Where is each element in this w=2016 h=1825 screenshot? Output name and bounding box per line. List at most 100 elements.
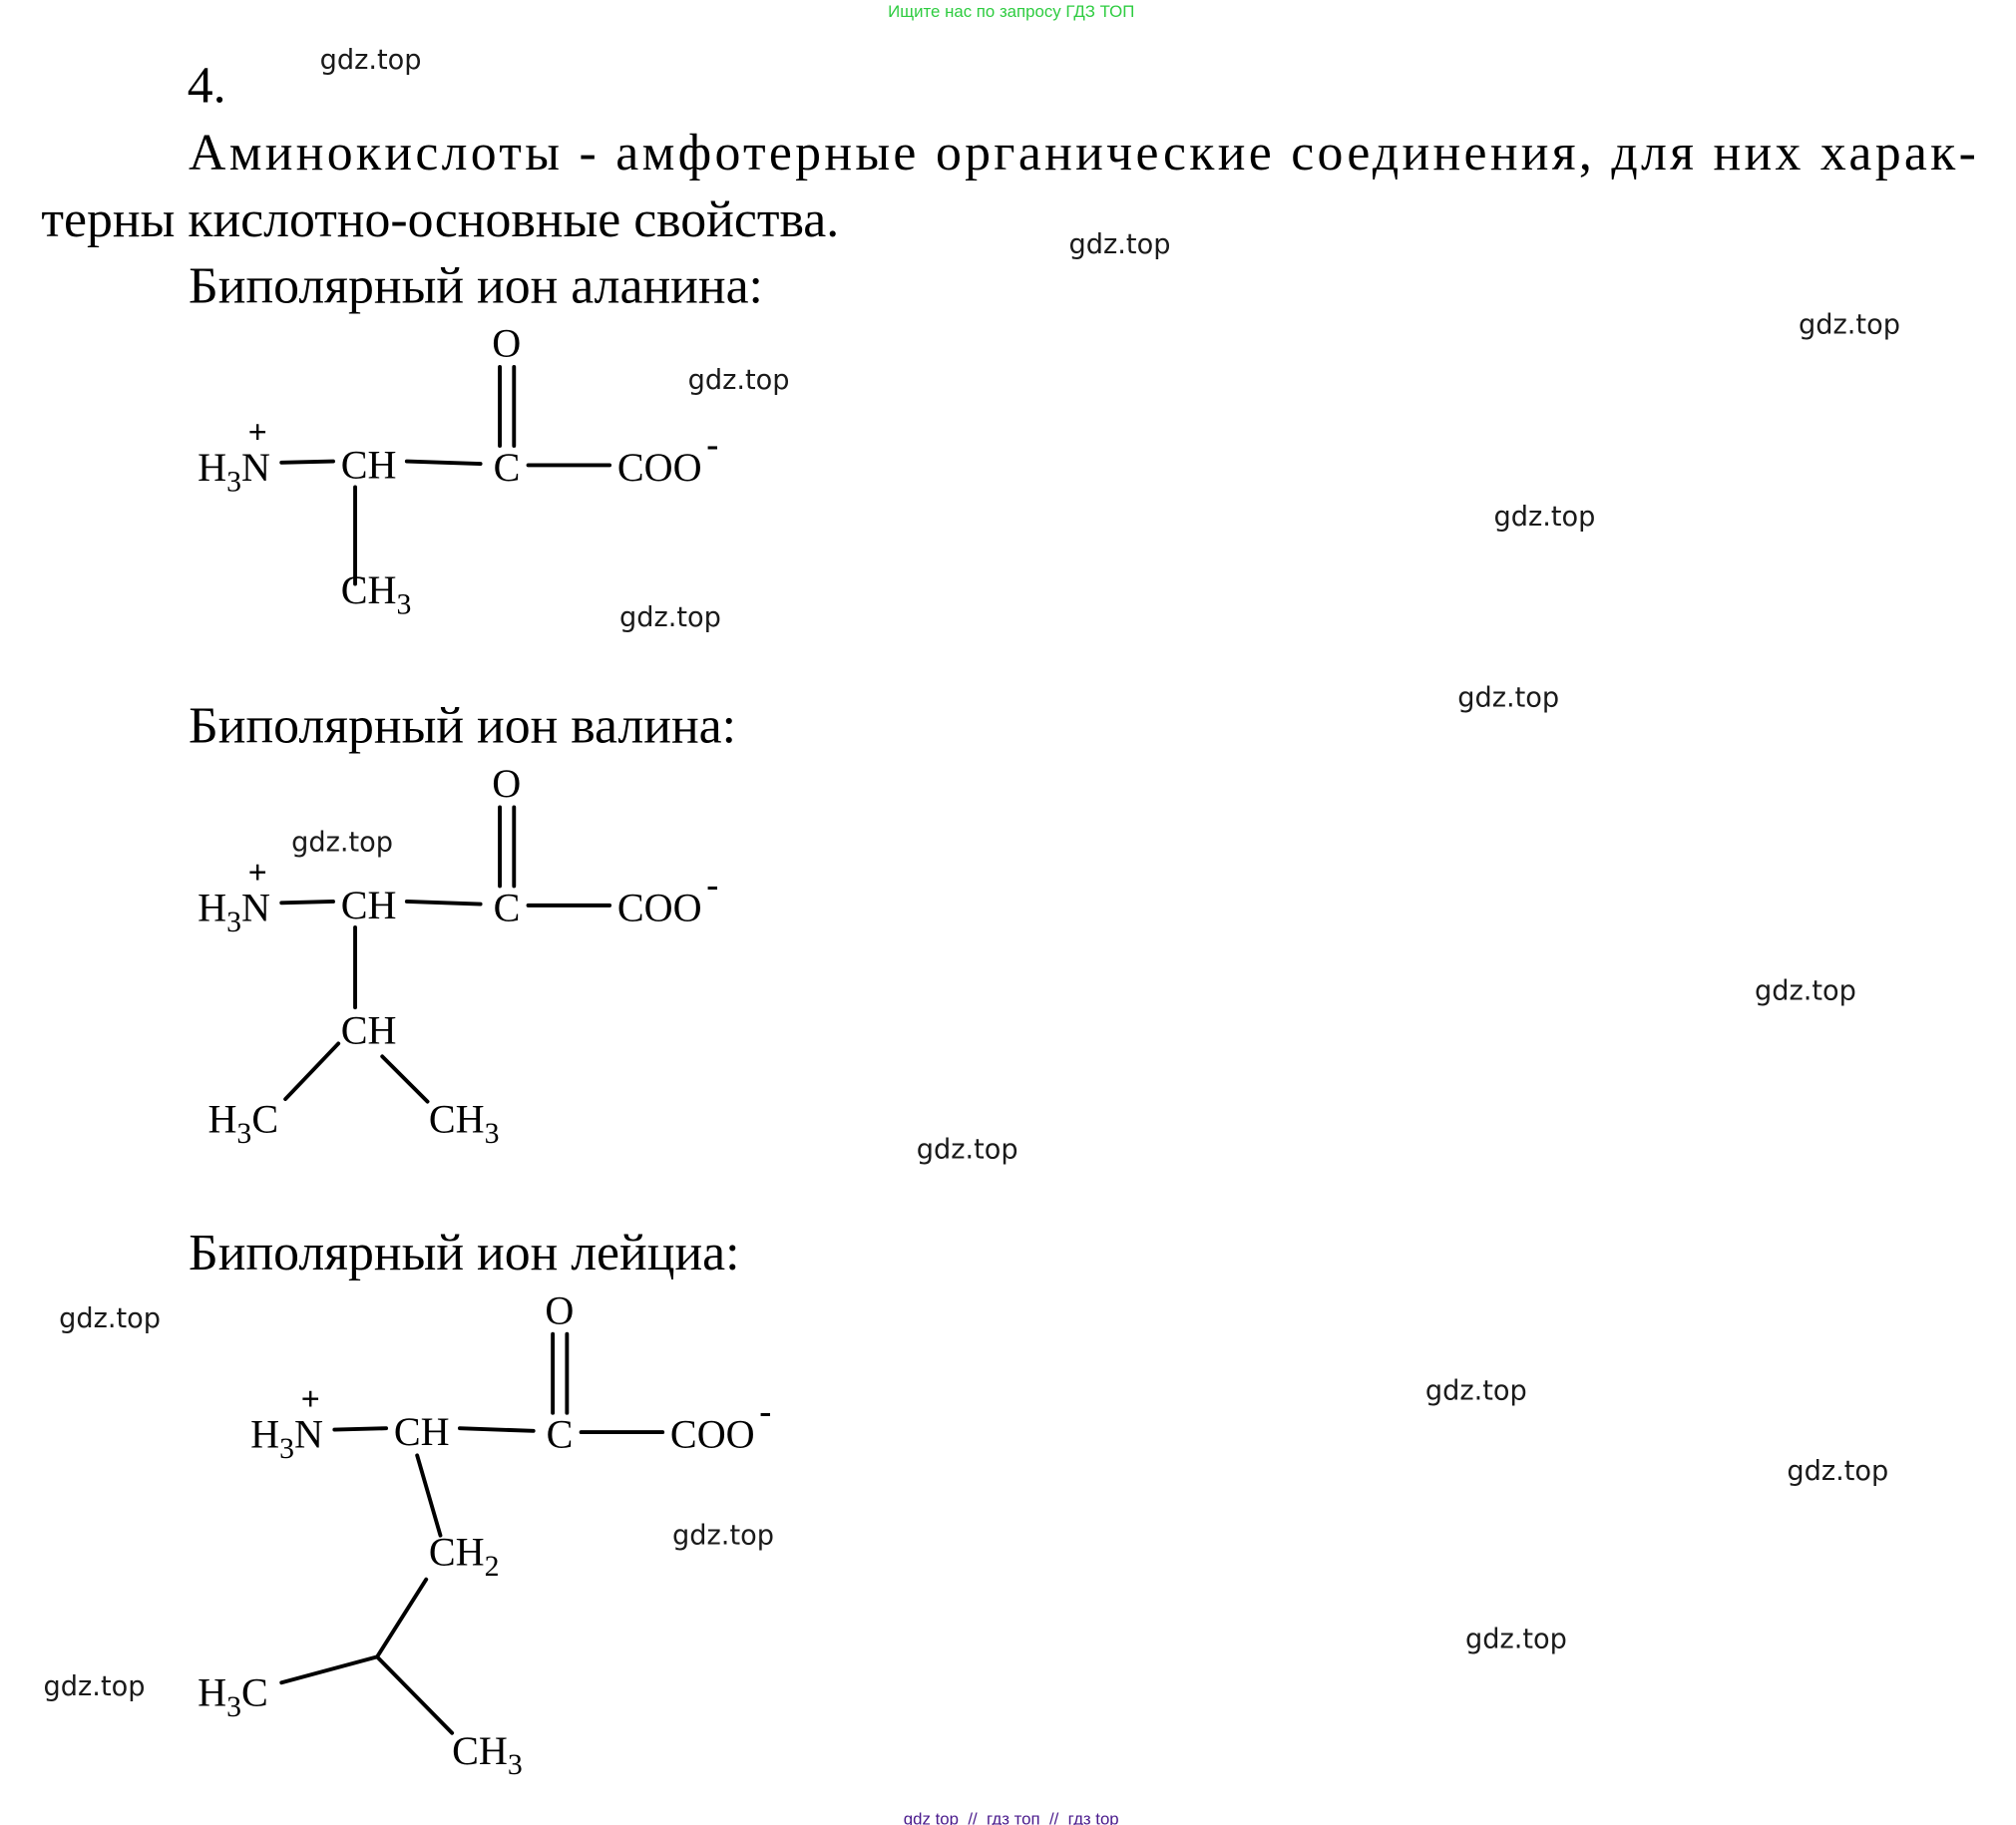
bond-line [375, 1577, 429, 1659]
bond-line [283, 1041, 341, 1102]
amine-group-part: N [294, 1412, 323, 1457]
alpha-carbon-part: CH [341, 883, 397, 927]
ch-group-part: CH [341, 1007, 397, 1052]
carbonyl-oxygen: O [545, 1287, 574, 1332]
methyl-group-left-part: 3 [226, 1690, 241, 1723]
watermark: gdz.top [1457, 682, 1559, 713]
bond-line [375, 1654, 455, 1735]
methyl-group-left: H3C [198, 1670, 268, 1723]
bond-line [380, 1054, 430, 1104]
methyl-group-left-part: C [251, 1097, 278, 1142]
carboxylate-group: COO [670, 1412, 755, 1457]
alpha-carbon: CH [394, 1409, 450, 1454]
methyl-group: CH3 [341, 567, 412, 620]
methyl-group-right: CH3 [429, 1097, 500, 1150]
positive-charge: + [248, 414, 267, 451]
carbonyl-oxygen: O [492, 761, 521, 806]
amine-group-part: 3 [279, 1432, 294, 1465]
watermark: gdz.top [1755, 975, 1856, 1006]
methyl-group-right-part: 3 [485, 1117, 500, 1150]
carboxylate-group: COO [617, 885, 702, 929]
watermark: gdz.top [320, 45, 422, 76]
watermark: gdz.top [917, 1135, 1018, 1166]
bond-line [279, 1654, 379, 1685]
watermark: gdz.top [59, 1303, 161, 1334]
methyl-group-left: H3C [207, 1097, 278, 1150]
carbonyl-carbon: C [494, 445, 521, 490]
carboxylate-group-part: COO [670, 1412, 755, 1457]
paragraph-line-2: терны кислотно-основные свойства. [41, 191, 839, 248]
carbonyl-oxygen-part: O [492, 321, 521, 366]
amine-group-part: H [250, 1412, 279, 1457]
watermark: gdz.top [1069, 229, 1171, 260]
alpha-carbon: CH [341, 883, 397, 927]
amine-group-part: H [198, 885, 226, 929]
carboxylate-group-part: COO [617, 885, 702, 929]
amine-group: H3N [198, 885, 270, 937]
bond-line [404, 459, 483, 467]
bond-line [404, 900, 483, 907]
negative-charge: - [759, 1391, 771, 1431]
watermark: gdz.top [619, 602, 721, 633]
amine-group-part: 3 [226, 906, 241, 938]
methyl-group-right-part: CH [452, 1728, 508, 1773]
amine-group-part: H [198, 445, 226, 490]
methyl-group-part: CH [341, 567, 397, 612]
watermark: gdz.top [291, 828, 393, 859]
positive-charge: + [248, 855, 267, 892]
task-number: 4. [188, 58, 226, 115]
bond-line [332, 1426, 389, 1432]
methyl-group-right-part: CH [429, 1097, 485, 1142]
bottom-banner[interactable]: gdz top // гдз топ // гдз top [904, 1810, 1119, 1825]
valine-title: Биполярный ион валина: [189, 698, 736, 755]
carboxylate-group-part: COO [617, 445, 702, 490]
methyl-group-right: CH3 [452, 1728, 523, 1781]
amine-group-part: N [241, 445, 270, 490]
watermark: gdz.top [1787, 1456, 1888, 1487]
methyl-group-right-part: 3 [508, 1748, 523, 1781]
watermark: gdz.top [672, 1521, 774, 1552]
methylene-group-part: CH [429, 1529, 485, 1574]
watermark: gdz.top [1799, 309, 1900, 340]
methyl-group-left-part: 3 [236, 1117, 251, 1150]
positive-charge: + [301, 1381, 320, 1418]
watermark: gdz.top [1425, 1376, 1527, 1407]
leucine-title: Биполярный ион лейциа: [189, 1225, 740, 1281]
carbonyl-carbon-part: C [494, 445, 521, 490]
negative-charge: - [706, 865, 718, 905]
carbonyl-oxygen-part: O [545, 1287, 574, 1332]
amine-group: H3N [198, 445, 270, 498]
bond-line [415, 1453, 443, 1538]
carboxylate-group: COO [617, 445, 702, 490]
carbonyl-oxygen: O [492, 321, 521, 366]
negative-charge: - [706, 424, 718, 464]
methylene-group: CH2 [429, 1529, 500, 1582]
carbonyl-oxygen-part: O [492, 761, 521, 806]
amine-group-part: N [241, 885, 270, 929]
bond-line [279, 900, 335, 906]
carbonyl-carbon-part: C [494, 885, 521, 929]
methyl-group-left-part: H [207, 1097, 236, 1142]
watermark: gdz.top [1493, 502, 1595, 533]
carbonyl-carbon: C [494, 885, 521, 929]
methylene-group-part: 2 [485, 1550, 500, 1583]
watermark: gdz.top [688, 365, 790, 396]
watermark: gdz.top [44, 1671, 146, 1702]
carbonyl-carbon-part: C [547, 1412, 574, 1457]
top-banner[interactable]: Ищите нас по запросу ГДЗ ТОП [888, 2, 1134, 21]
amine-group-part: 3 [226, 465, 241, 498]
bond-line [457, 1426, 536, 1433]
methyl-group-part: 3 [397, 587, 412, 620]
alpha-carbon-part: CH [341, 442, 397, 487]
bond-line [279, 459, 335, 465]
methyl-group-left-part: H [198, 1670, 226, 1715]
watermark: gdz.top [1465, 1624, 1567, 1654]
paragraph-line-1: Аминокислоты - амфотерные органические с… [189, 125, 1976, 182]
alpha-carbon-part: CH [394, 1409, 450, 1454]
ch-group: CH [341, 1007, 397, 1052]
alpha-carbon: CH [341, 442, 397, 487]
